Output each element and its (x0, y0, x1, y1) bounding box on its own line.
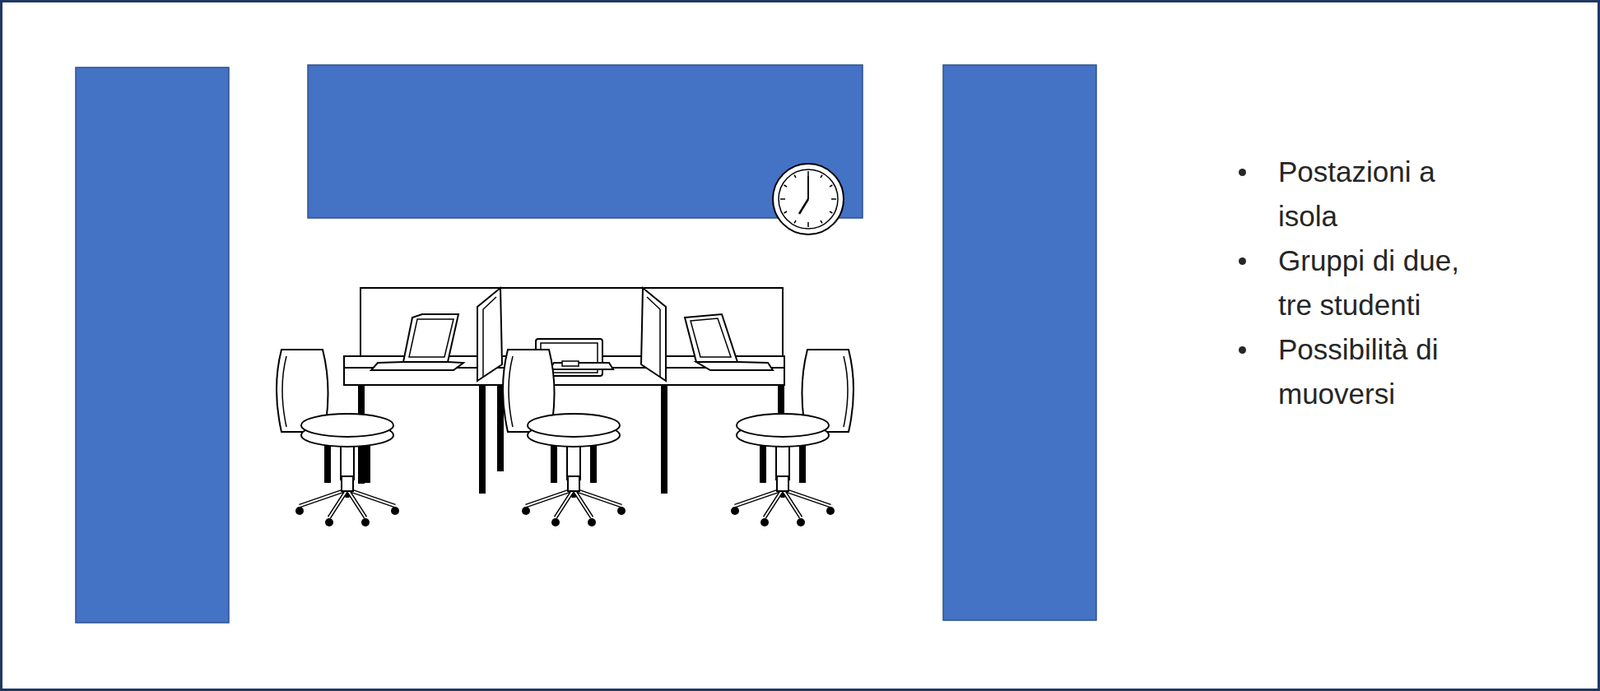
bullet-text: Gruppi di due, tre studenti (1278, 238, 1484, 328)
office-chair (730, 349, 854, 527)
laptop (371, 279, 464, 371)
wall-clock (772, 163, 844, 235)
office-chair (276, 349, 400, 527)
bullet-text: Postazioni a isola (1278, 149, 1484, 239)
laptop (684, 314, 773, 371)
bullet-list: Postazioni a isolaGruppi di due, tre stu… (1278, 149, 1484, 417)
office-chair (502, 349, 626, 527)
bullet-text: Possibilità di muoversi (1278, 327, 1484, 417)
blue-panel (943, 65, 1097, 621)
blue-panel (75, 67, 229, 624)
desk-island (344, 288, 785, 494)
